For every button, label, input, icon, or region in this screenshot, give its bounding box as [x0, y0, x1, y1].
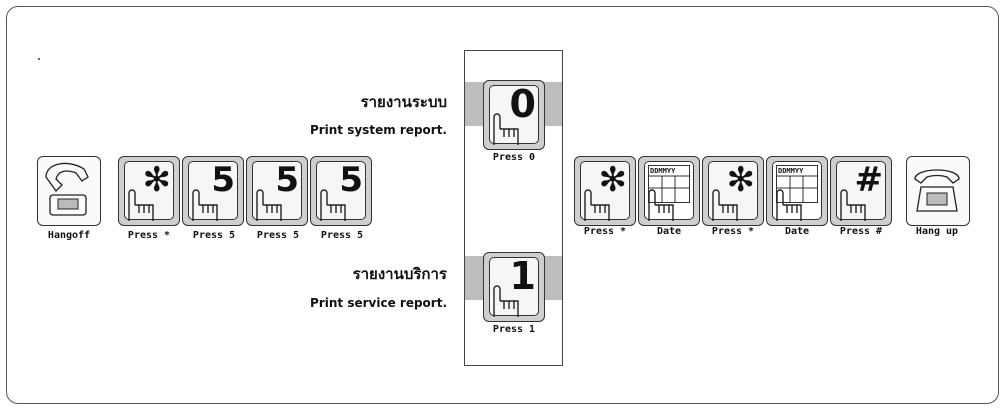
phone-off-hook-icon [37, 156, 101, 226]
caption-press-star: Press * [127, 230, 171, 241]
system-report-english-label: Print system report. [309, 123, 447, 137]
caption-press-star: Press * [711, 226, 755, 237]
date-entry-grid-icon: DDMMYY [766, 156, 828, 226]
caption-press-0: Press 0 [492, 152, 536, 163]
key-hash: # [830, 156, 892, 226]
key-0: 0 [483, 80, 545, 150]
key-5: 5 [182, 156, 244, 226]
key-star: ✻ [118, 156, 180, 226]
caption-hang-up: Hang up [915, 226, 959, 237]
caption-press-1: Press 1 [492, 324, 536, 335]
key-5: 5 [310, 156, 372, 226]
date-entry-grid-icon: DDMMYY [638, 156, 700, 226]
key-star: ✻ [702, 156, 764, 226]
key-1: 1 [483, 252, 545, 322]
key-star: ✻ [574, 156, 636, 226]
service-report-english-label: Print service report. [310, 296, 447, 310]
caption-date: Date [784, 226, 810, 237]
key-5: 5 [246, 156, 308, 226]
caption-press-5: Press 5 [192, 230, 236, 241]
finger-icon [493, 285, 519, 317]
caption-hangoff: Hangoff [47, 230, 91, 241]
caption-date: Date [656, 226, 682, 237]
system-report-thai-label: รายงานระบบ [360, 93, 447, 111]
stray-dot [38, 58, 40, 60]
diagram-frame [6, 6, 999, 404]
caption-press-5: Press 5 [256, 230, 300, 241]
finger-icon [493, 113, 519, 145]
service-report-thai-label: รายงานบริการ [352, 265, 447, 283]
caption-press-star: Press * [583, 226, 627, 237]
caption-press-5: Press 5 [320, 230, 364, 241]
caption-press-hash: Press # [839, 226, 883, 237]
phone-on-hook-icon [906, 156, 970, 226]
